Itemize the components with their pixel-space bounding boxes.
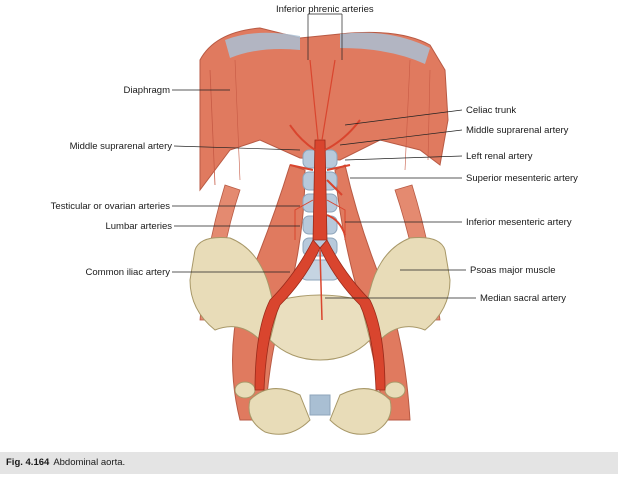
aorta-tree — [254, 59, 386, 391]
label-lumbar-arteries: Lumbar arteries — [105, 221, 172, 232]
label-left-renal: Left renal artery — [466, 151, 533, 162]
label-median-sacral: Median sacral artery — [480, 293, 567, 304]
anatomy-illustration — [172, 13, 476, 435]
label-psoas-major: Psoas major muscle — [470, 265, 556, 276]
label-inferior-mesenteric: Inferior mesenteric artery — [466, 217, 572, 228]
label-middle-suprarenal-left: Middle suprarenal artery — [69, 141, 172, 152]
caption-text: Abdominal aorta. — [53, 457, 126, 468]
leader-lines — [172, 13, 476, 299]
label-common-iliac: Common iliac artery — [85, 267, 170, 278]
label-celiac-trunk: Celiac trunk — [466, 105, 517, 116]
figure-number: Fig. 4.164 — [6, 457, 50, 468]
diaphragm-shape — [199, 27, 449, 192]
pelvis — [189, 237, 451, 435]
label-middle-suprarenal-right: Middle suprarenal artery — [466, 125, 569, 136]
label-testicular-ovarian: Testicular or ovarian arteries — [50, 201, 170, 212]
label-diaphragm: Diaphragm — [123, 85, 170, 96]
label-inferior-phrenic-arteries: Inferior phrenic arteries — [276, 4, 374, 15]
label-superior-mesenteric: Superior mesenteric artery — [466, 173, 578, 184]
